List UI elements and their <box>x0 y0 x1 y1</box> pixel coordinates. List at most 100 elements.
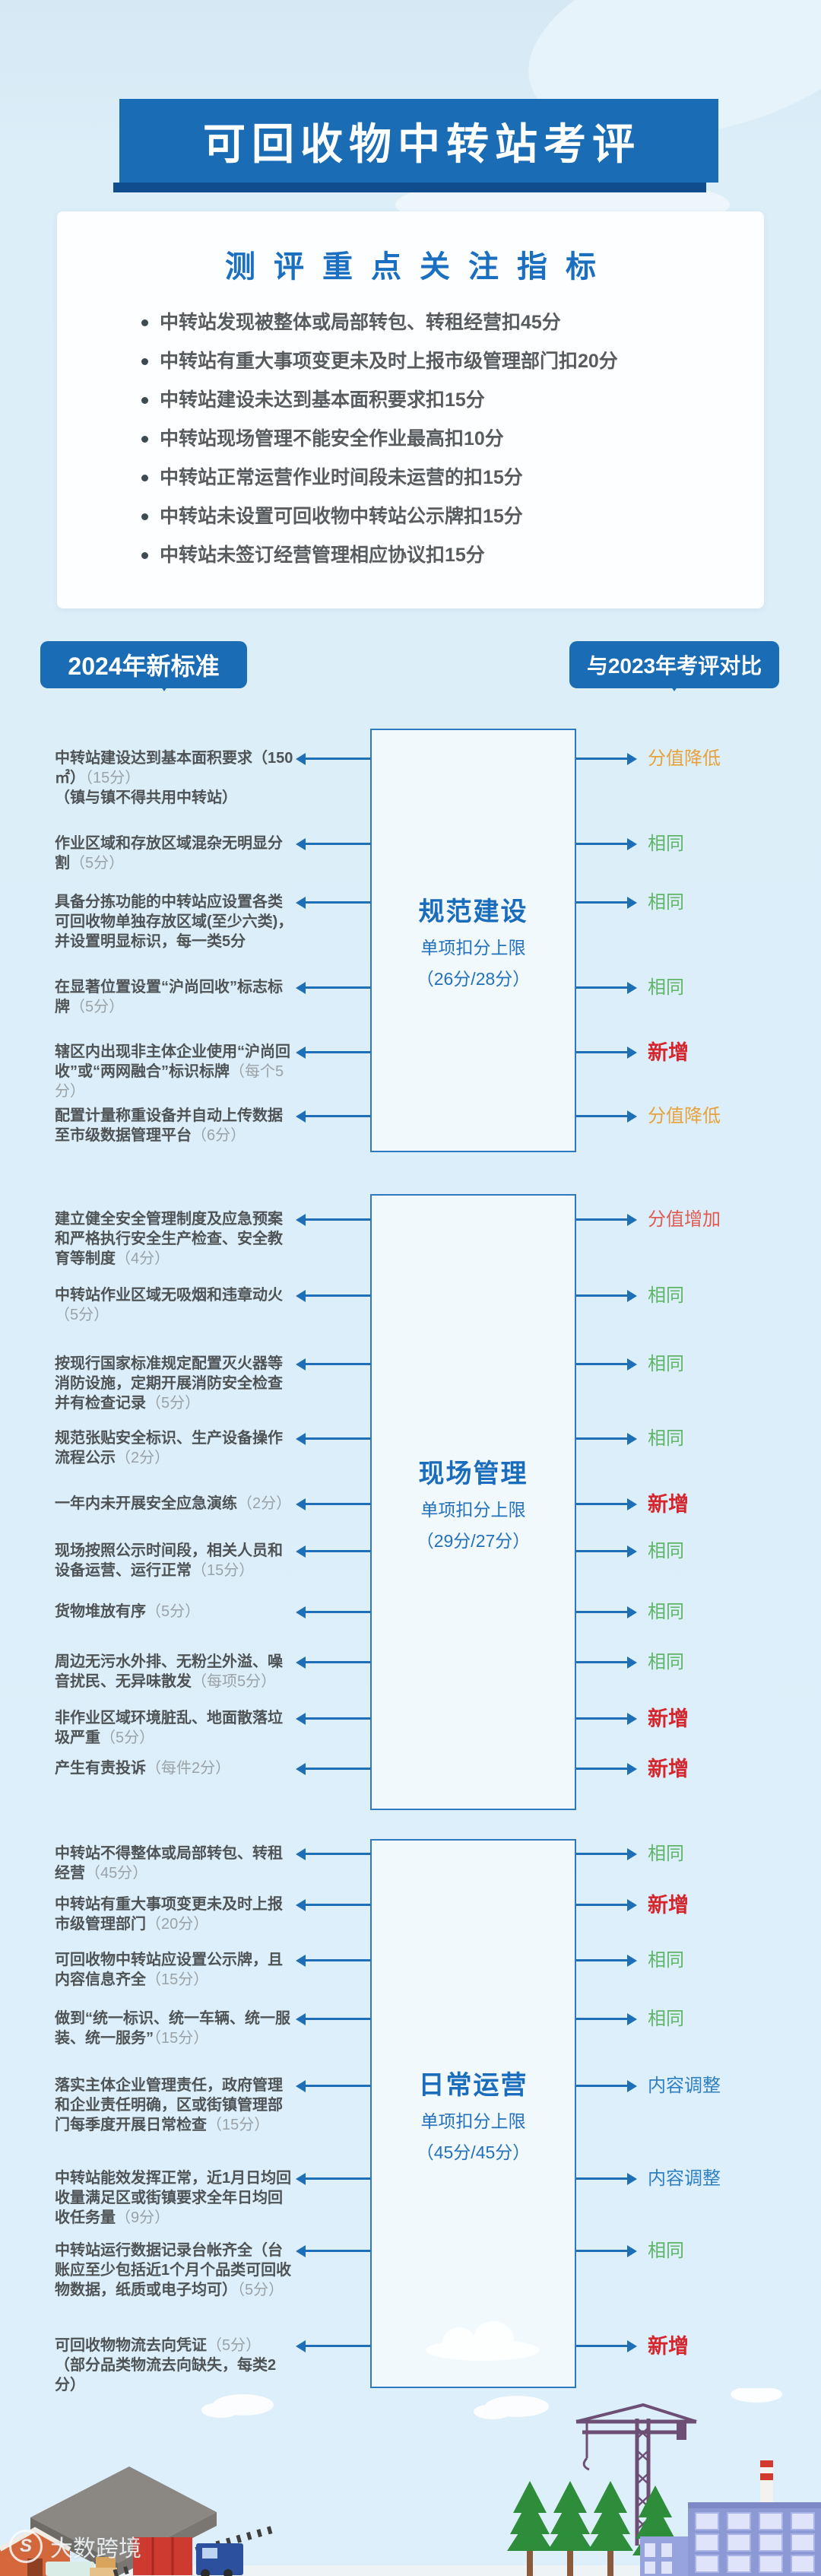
arrow-right-icon <box>576 1358 637 1371</box>
status-label: 分值降低 <box>648 748 721 769</box>
section-box-limit: （26分/28分） <box>416 969 531 989</box>
arrow-left-icon <box>296 1358 370 1371</box>
arrow-left-icon <box>296 1712 370 1725</box>
status-label: 相同 <box>648 1844 684 1864</box>
section-box-limit: （29分/27分） <box>416 1530 531 1551</box>
arrow-right-icon <box>576 1762 637 1775</box>
criterion-row: 中转站有重大事项变更未及时上报市级管理部门（20分）新增 <box>0 1895 821 1950</box>
arrow-right-icon <box>576 1656 637 1669</box>
arrow-right-icon <box>576 1954 637 1967</box>
focus-bullet-item: 中转站发现被整体或局部转包、转租经营扣45分 <box>140 310 734 335</box>
status-label: 新增 <box>648 2335 689 2358</box>
focus-bullet-item: 中转站现场管理不能安全作业最高扣10分 <box>140 427 734 452</box>
clouds <box>201 2388 782 2419</box>
status-label: 新增 <box>648 1493 689 1516</box>
arrow-right-icon <box>576 1606 637 1618</box>
status-label: 相同 <box>648 977 684 998</box>
status-label: 新增 <box>648 1894 689 1917</box>
construction-crane <box>575 2403 697 2546</box>
criterion-text: 可回收物中转站应设置公示牌，且内容信息齐全（15分） <box>55 1952 283 1988</box>
criterion-row: 中转站运行数据记录台帐齐全（台账应至少包括近1个月个品类可回收物数据，纸质或电子… <box>0 2241 821 2336</box>
arrow-left-icon <box>296 1954 370 1967</box>
arrow-left-icon <box>296 1432 370 1445</box>
status-label: 内容调整 <box>648 2076 721 2096</box>
arrow-left-icon <box>296 1762 370 1775</box>
section-box-title: 规范建设 <box>418 897 528 926</box>
criteria-rows: 中转站建设达到基本面积要求（150㎡）（15分）（镇与镇不得共用中转站）分值降低… <box>0 729 821 1152</box>
watermark-text: 大数跨境 <box>50 2536 141 2562</box>
focus-card: 测评重点关注指标 中转站发现被整体或局部转包、转租经营扣45分中转站有重大事项变… <box>57 211 764 608</box>
criterion-text: 按现行国家标准规定配置灭火器等消防设施，定期开展消防安全检查并有检查记录（5分） <box>55 1355 283 1412</box>
arrow-right-icon <box>576 1046 637 1059</box>
criterion-text: 中转站不得整体或局部转包、转租经营（45分） <box>55 1845 283 1882</box>
status-label: 相同 <box>648 2009 684 2029</box>
criterion-row: 中转站建设达到基本面积要求（150㎡）（15分）（镇与镇不得共用中转站）分值降低 <box>0 748 821 834</box>
arrow-right-icon <box>576 1110 637 1123</box>
arrow-left-icon <box>296 981 370 994</box>
arrow-right-icon <box>576 2339 637 2352</box>
section-box-sublabel: 单项扣分上限 <box>420 938 526 958</box>
arrow-left-icon <box>296 896 370 909</box>
arrow-left-icon <box>296 2079 370 2092</box>
focus-bullet-item: 中转站有重大事项变更未及时上报市级管理部门扣20分 <box>140 349 734 374</box>
criterion-text: 货物堆放有序（5分） <box>55 1603 201 1620</box>
status-label: 相同 <box>648 1652 684 1672</box>
arrow-right-icon <box>576 981 637 994</box>
focus-bullets: 中转站发现被整体或局部转包、转租经营扣45分中转站有重大事项变更未及时上报市级管… <box>57 310 764 568</box>
section-box: 现场管理 单项扣分上限 （29分/27分） <box>370 1194 576 1810</box>
criterion-text: 中转站运行数据记录台帐齐全（台账应至少包括近1个月个品类可回收物数据，纸质或电子… <box>55 2242 292 2298</box>
criterion-text: 中转站作业区域无吸烟和违章动火（5分） <box>55 1287 283 1323</box>
arrow-left-icon <box>296 752 370 765</box>
arrow-right-icon <box>576 1213 637 1226</box>
arrow-left-icon <box>296 2012 370 2025</box>
criterion-row: 可回收物中转站应设置公示牌，且内容信息齐全（15分）相同 <box>0 1950 821 2009</box>
criterion-text: 在显著位置设置“沪尚回收”标志标牌（5分） <box>55 979 283 1015</box>
status-label: 内容调整 <box>648 2168 721 2189</box>
section-box-title: 日常运营 <box>418 2070 528 2100</box>
criterion-text: 具备分拣功能的中转站应设置各类可回收物单独存放区域(至少六类)，并设置明显标识，… <box>55 894 293 950</box>
criterion-text: 中转站能效发挥正常，近1月日均回收量满足区或街镇要求全年日均回收任务量（9分） <box>55 2170 292 2226</box>
arrow-right-icon <box>576 1545 637 1558</box>
criterion-row: 具备分拣功能的中转站应设置各类可回收物单独存放区域(至少六类)，并设置明显标识，… <box>0 892 821 977</box>
status-label: 相同 <box>648 1541 684 1561</box>
criterion-row: 一年内未开展安全应急演练（2分） 新增 <box>0 1494 821 1541</box>
watermark: S 大数跨境 <box>9 2530 141 2563</box>
criterion-text: 一年内未开展安全应急演练（2分） <box>55 1495 292 1512</box>
status-label: 相同 <box>648 892 684 913</box>
criterion-row: 规范张贴安全标识、生产设备操作流程公示（2分）相同 <box>0 1428 821 1494</box>
criteria-rows: 中转站不得整体或局部转包、转租经营（45分）相同中转站有重大事项变更未及时上报市… <box>0 1839 821 2393</box>
arrow-left-icon <box>296 1110 370 1123</box>
criterion-row: 可回收物物流去向凭证（5分）（部分品类物流去向缺失，每类2分） 新增 <box>0 2335 821 2393</box>
arrow-right-icon <box>576 896 637 909</box>
criterion-text: 周边无污水外排、无粉尘外溢、噪音扰民、无异味散发（每项5分） <box>55 1653 283 1690</box>
badge-2023-comparison: 与2023年考评对比 <box>569 641 779 691</box>
criterion-text: 可回收物物流去向凭证（5分）（部分品类物流去向缺失，每类2分） <box>55 2337 277 2393</box>
status-label: 相同 <box>648 1285 684 1306</box>
status-label: 分值降低 <box>648 1106 721 1126</box>
arrow-left-icon <box>296 837 370 850</box>
focus-bullet-item: 中转站未设置可回收物中转站公示牌扣15分 <box>140 504 734 529</box>
striped-chimney <box>760 2460 773 2506</box>
factory-building <box>640 2502 821 2576</box>
watermark-logo: S <box>9 2530 43 2563</box>
criterion-row: 产生有责投诉（每件2分）新增 <box>0 1758 821 1810</box>
section-box-limit: （45分/45分） <box>416 2142 531 2162</box>
criteria-rows: 建立健全安全管理制度及应急预案和严格执行安全生产检查、安全教育等制度（4分）分值… <box>0 1194 821 1810</box>
arrow-right-icon <box>576 1898 637 1911</box>
arrow-right-icon <box>576 2079 637 2092</box>
badge-label: 与2023年考评对比 <box>586 654 762 678</box>
criterion-text: 产生有责投诉（每件2分） <box>55 1760 231 1777</box>
criterion-text: 现场按照公示时间段，相关人员和设备运营、运行正常（15分） <box>55 1542 283 1579</box>
criterion-row: 中转站能效发挥正常，近1月日均回收量满足区或街镇要求全年日均回收任务量（9分） 内… <box>0 2168 821 2241</box>
status-label: 相同 <box>648 1354 684 1374</box>
criterion-row: 货物堆放有序（5分）相同 <box>0 1602 821 1652</box>
arrow-left-icon <box>296 1289 370 1302</box>
arrow-left-icon <box>296 2172 370 2185</box>
arrow-left-icon <box>296 1898 370 1911</box>
arrow-left-icon <box>296 1656 370 1669</box>
status-label: 相同 <box>648 2241 684 2261</box>
status-label: 新增 <box>648 1041 689 1064</box>
arrow-right-icon <box>576 1847 637 1860</box>
focus-bullet-item: 中转站未签订经营管理相应协议扣15分 <box>140 543 734 568</box>
